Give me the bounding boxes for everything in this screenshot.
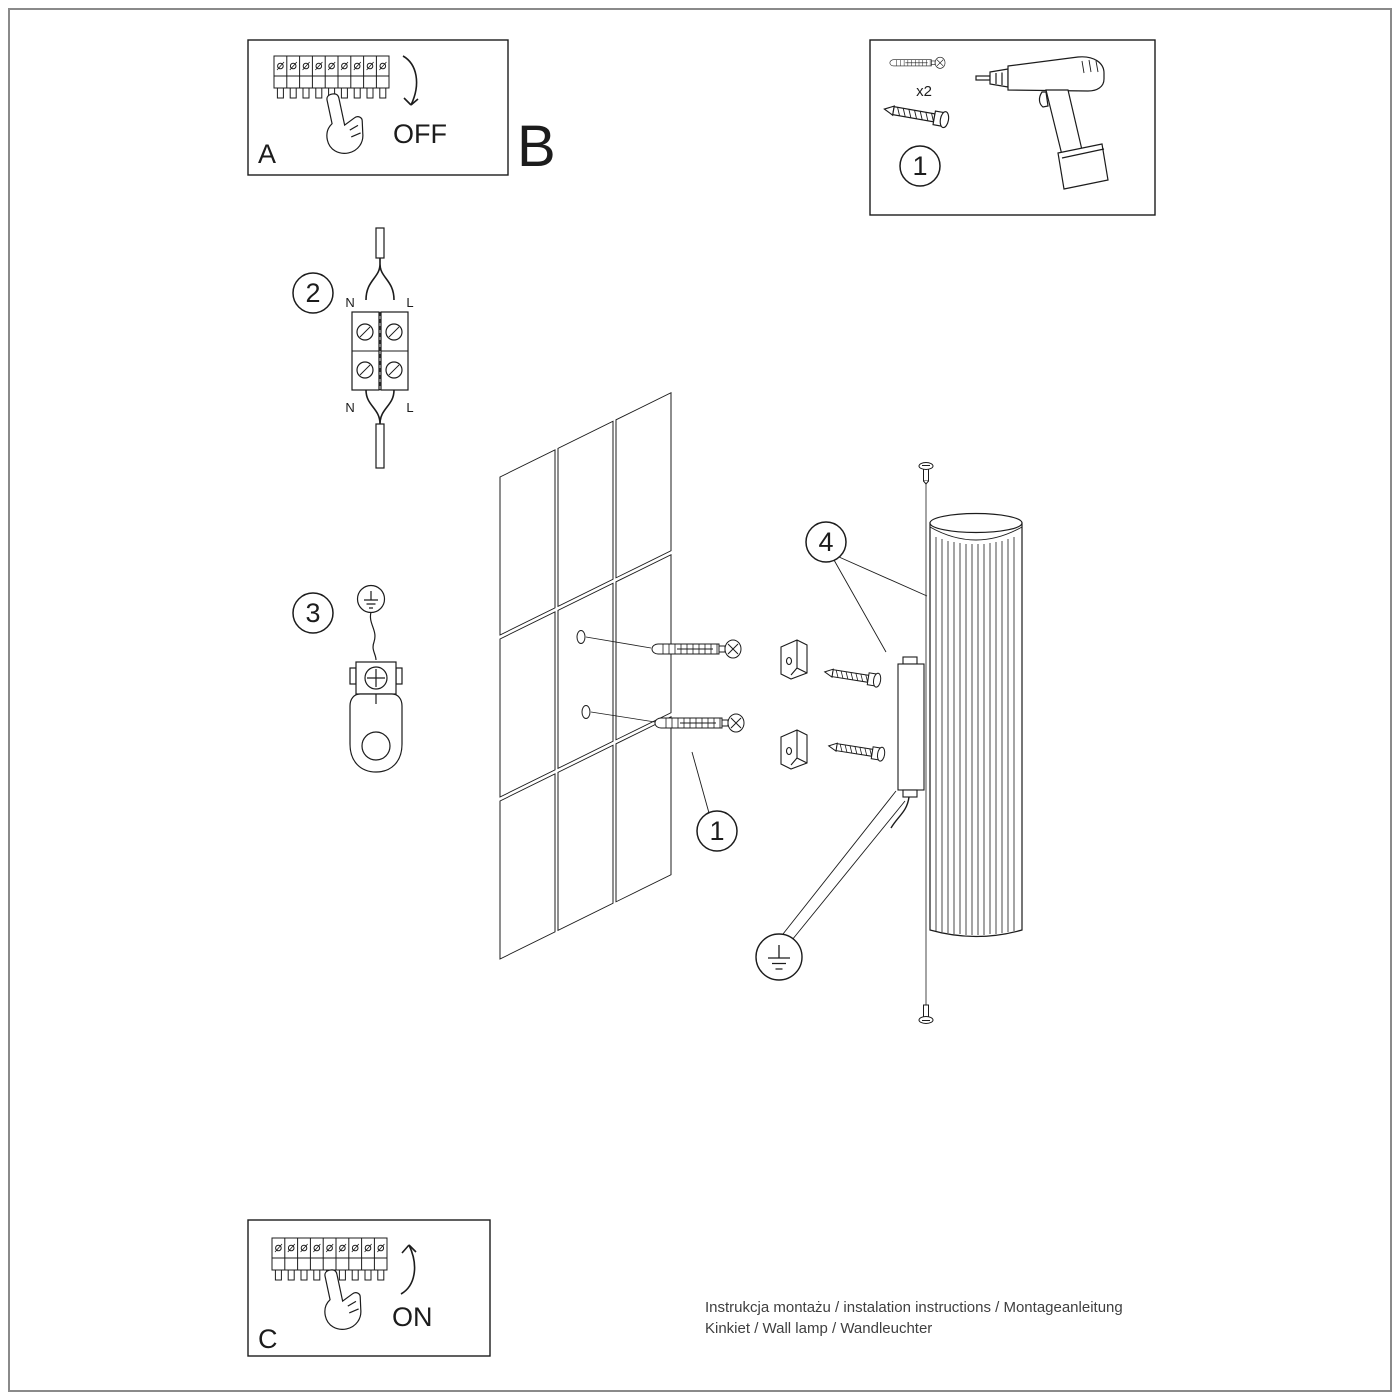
lamp-backplate bbox=[897, 656, 925, 798]
drill-icon bbox=[975, 56, 1109, 190]
n-label-top: N bbox=[345, 295, 354, 310]
footer-line1: Instrukcja montażu / instalation instruc… bbox=[705, 1299, 1123, 1316]
wall-figure bbox=[499, 391, 672, 960]
step-2-badge: 2 bbox=[292, 272, 334, 314]
footer-line2: Kinkiet / Wall lamp / Wandleuchter bbox=[705, 1320, 932, 1337]
parts-box: x2 1 bbox=[869, 39, 1156, 216]
breaker-panel-icon bbox=[273, 55, 390, 99]
earth-ground-icon bbox=[356, 584, 386, 614]
box-a-switch-off: OFF A bbox=[247, 39, 509, 176]
svg-text:2: 2 bbox=[305, 278, 320, 308]
ground-wire bbox=[369, 611, 377, 661]
drill-hole-bottom bbox=[581, 705, 591, 719]
box-c-switch-on: ON C bbox=[247, 1219, 491, 1357]
lamp-top-screw bbox=[918, 462, 934, 485]
lamp-body bbox=[929, 512, 1023, 938]
mounting-bracket-bottom bbox=[780, 729, 808, 770]
mounting-screw-icon-bottom bbox=[827, 738, 887, 763]
svg-text:4: 4 bbox=[818, 527, 833, 557]
ground-badge bbox=[755, 790, 906, 981]
step-4-badge: 4 bbox=[805, 521, 928, 653]
arrow-down-icon bbox=[402, 55, 419, 106]
lamp-bottom-screw bbox=[918, 1004, 934, 1024]
box-c-label: C bbox=[258, 1324, 278, 1354]
page-border bbox=[8, 8, 1392, 1392]
wiring-figure: N L N L bbox=[345, 227, 414, 469]
arrow-up-icon bbox=[400, 1244, 417, 1295]
drill-hole-top bbox=[576, 630, 586, 644]
step-1-badge: 1 bbox=[899, 145, 941, 187]
mounting-bracket-top bbox=[780, 639, 808, 680]
svg-text:3: 3 bbox=[305, 598, 320, 628]
l-label-top: L bbox=[406, 295, 413, 310]
step-1-wall-badge: 1 bbox=[691, 751, 738, 852]
step-3-badge: 3 bbox=[292, 592, 334, 634]
terminal-block bbox=[351, 311, 409, 391]
off-label: OFF bbox=[393, 119, 447, 149]
on-label: ON bbox=[392, 1302, 433, 1332]
plug-qty-label: x2 bbox=[916, 83, 932, 100]
section-b-label: B bbox=[517, 114, 556, 179]
l-label-bottom: L bbox=[406, 400, 413, 415]
n-label-bottom: N bbox=[345, 400, 354, 415]
mounting-screw-icon-top bbox=[823, 664, 883, 689]
svg-text:1: 1 bbox=[709, 816, 724, 846]
svg-text:1: 1 bbox=[912, 151, 927, 181]
ground-wire-hook bbox=[890, 796, 910, 829]
hole-guide-lines bbox=[585, 636, 656, 723]
box-a-label: A bbox=[258, 139, 276, 169]
ground-terminal-figure bbox=[349, 661, 403, 773]
